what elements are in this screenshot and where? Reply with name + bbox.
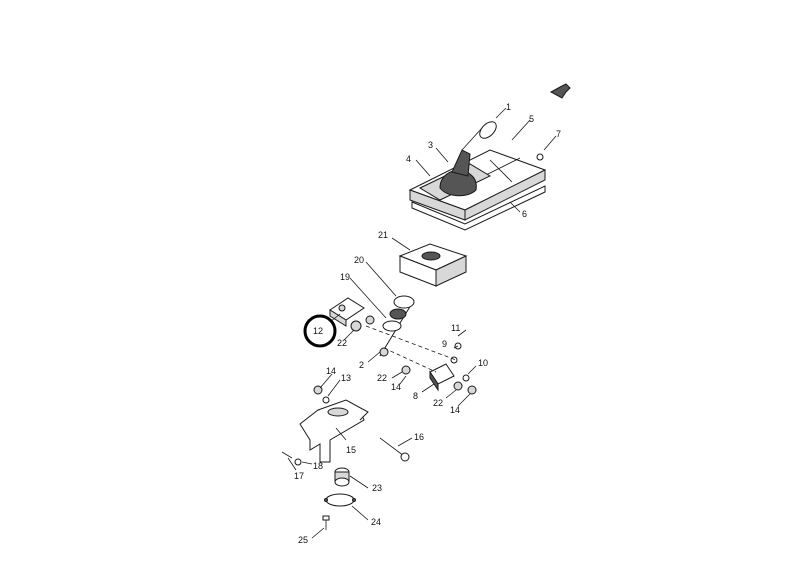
shift-fork [299, 399, 369, 463]
screw [322, 515, 330, 530]
shift-bracket [329, 297, 365, 327]
gasket-ring [324, 493, 356, 507]
callout-8: 8 [413, 391, 418, 401]
nut [467, 385, 477, 395]
pin [462, 374, 470, 382]
callout-14-right: 14 [450, 405, 460, 415]
front-arrow-icon [549, 83, 571, 99]
callout-24: 24 [371, 517, 381, 527]
callout-16: 16 [414, 432, 424, 442]
washer [450, 356, 458, 364]
callout-4: 4 [406, 154, 411, 164]
callout-19: 19 [340, 272, 350, 282]
callout-18: 18 [313, 461, 323, 471]
callout-9: 9 [442, 339, 447, 349]
small-washer [294, 458, 302, 466]
alignment-line [365, 325, 457, 361]
callout-11: 11 [451, 323, 460, 333]
callout-15: 15 [346, 445, 356, 455]
callout-22-left: 22 [337, 338, 347, 348]
housing-cover [398, 243, 468, 287]
nut [453, 381, 463, 391]
nut [401, 365, 411, 375]
nut [350, 320, 362, 332]
shift-shaft [379, 295, 415, 357]
callout-23: 23 [372, 483, 382, 493]
callout-17: 17 [294, 471, 304, 481]
shift-block [429, 363, 455, 392]
callout-25: 25 [298, 535, 308, 545]
plate-bolt [536, 153, 544, 161]
callout-12: 12 [313, 326, 323, 336]
callout-22-right: 22 [433, 398, 443, 408]
highlight-circle [303, 314, 337, 348]
callout-1: 1 [506, 102, 511, 112]
callout-22-center: 22 [377, 373, 387, 383]
callout-10: 10 [478, 358, 488, 368]
shift-plate-assembly [408, 149, 547, 221]
callout-2: 2 [359, 360, 364, 370]
nut [365, 315, 375, 325]
callout-13: 13 [341, 373, 351, 383]
gasket-plate [411, 185, 546, 231]
callout-14-left: 14 [326, 366, 336, 376]
small-bolt [281, 451, 293, 459]
callout-20: 20 [354, 255, 364, 265]
alignment-line [383, 347, 437, 373]
callout-6: 6 [522, 209, 527, 219]
callout-5: 5 [529, 114, 534, 124]
callout-21: 21 [378, 230, 388, 240]
long-bolt [379, 437, 410, 462]
shift-boot [439, 149, 477, 197]
washer [322, 396, 330, 404]
plug [334, 467, 350, 487]
shift-lever [461, 121, 497, 151]
callout-3: 3 [428, 140, 433, 150]
callout-7: 7 [556, 129, 561, 139]
callout-14-center: 14 [391, 382, 401, 392]
